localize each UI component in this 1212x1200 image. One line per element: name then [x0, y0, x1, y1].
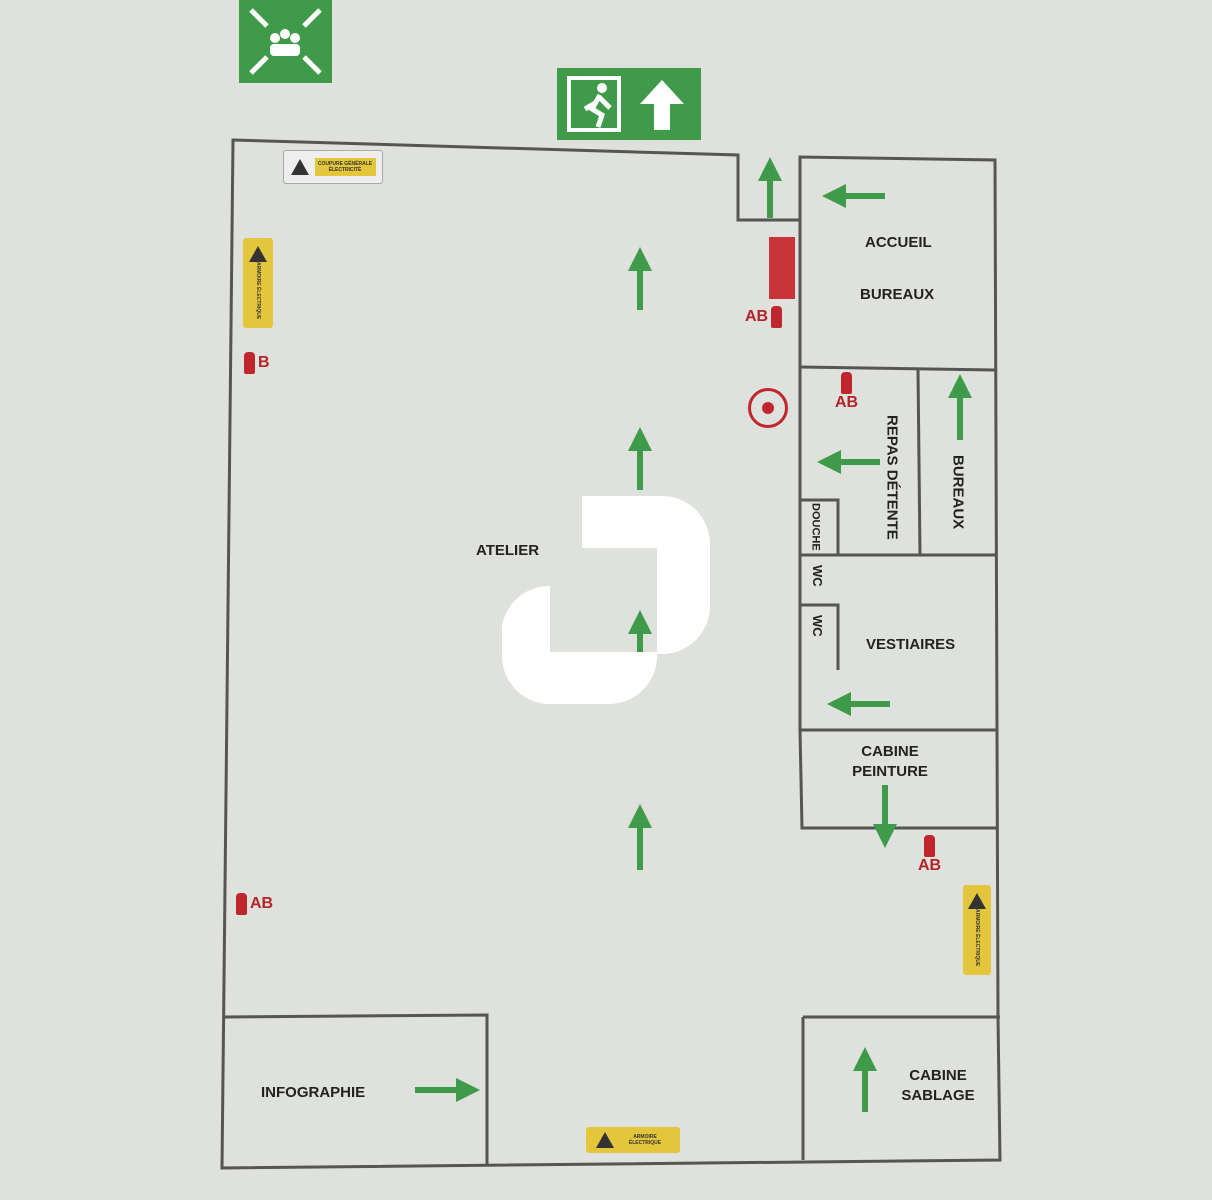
- extinguisher-class: AB: [918, 857, 942, 874]
- fire-extinguisher-icon: [924, 835, 936, 857]
- warning-text: ARMOIRE ÉLECTRIQUE: [974, 909, 980, 967]
- room-accueil: ACCUEIL: [865, 234, 932, 251]
- warning-text: ARMOIRE ÉLECTRIQUE: [255, 262, 261, 320]
- extinguisher-class: AB: [745, 308, 769, 325]
- warning-coupure-generale: COUPURE GÉNÉRALE ÉLECTRICITÉ: [283, 150, 383, 184]
- assembly-point-sign: [239, 0, 332, 83]
- room-bureaux-side: BUREAUX: [949, 455, 967, 530]
- room-bureaux-top: BUREAUX: [860, 286, 935, 303]
- extinguisher: AB: [745, 306, 783, 328]
- warning-armoire-electrique: ARMOIRE ÉLECTRIQUE: [963, 885, 991, 975]
- fire-hose-reel-icon: [748, 388, 788, 428]
- warning-text: ARMOIRE ÉLECTRIQUE: [628, 1134, 662, 1146]
- extinguisher: AB: [918, 835, 941, 875]
- room-wc-1: WC: [809, 565, 825, 587]
- fire-extinguisher-icon: [236, 893, 247, 915]
- room-infographie: INFOGRAPHIE: [261, 1084, 366, 1101]
- assembly-point-icon: [249, 8, 322, 75]
- room-cabine-peinture: CABINE PEINTURE: [852, 743, 928, 780]
- room-cabine-sablage: CABINE SABLAGE: [901, 1067, 975, 1104]
- extinguisher-class: AB: [835, 394, 859, 411]
- fire-alarm-panel-icon: [769, 237, 795, 299]
- room-atelier: ATELIER: [476, 542, 540, 559]
- room-douche: DOUCHE: [809, 503, 822, 551]
- warning-triangle-icon: [249, 246, 267, 263]
- warning-triangle-icon: [596, 1132, 614, 1148]
- logo-icon: [502, 496, 710, 704]
- warning-armoire-electrique: ARMOIRE ÉLECTRIQUE: [586, 1127, 680, 1153]
- emergency-exit-sign: [557, 68, 701, 140]
- extinguisher-class: B: [258, 354, 270, 371]
- room-vestiaires: VESTIAIRES: [866, 636, 956, 653]
- extinguisher: AB: [835, 372, 858, 412]
- warning-text: COUPURE GÉNÉRALE ÉLECTRICITÉ: [314, 158, 376, 176]
- fire-extinguisher-icon: [244, 352, 255, 374]
- extinguisher: B: [244, 352, 270, 374]
- warning-triangle-icon: [290, 159, 309, 175]
- fire-extinguisher-icon: [771, 306, 783, 328]
- room-wc-2: WC: [809, 615, 825, 637]
- fire-extinguisher-icon: [841, 372, 853, 394]
- exit-running-man-icon: [567, 76, 684, 132]
- room-repas-detente: REPAS DÉTENTE: [883, 415, 901, 540]
- extinguisher: AB: [236, 893, 273, 915]
- warning-armoire-electrique: ARMOIRE ÉLECTRIQUE: [243, 238, 273, 328]
- warning-triangle-icon: [968, 893, 986, 910]
- watermark-logo: [502, 496, 710, 704]
- extinguisher-class: AB: [250, 895, 274, 912]
